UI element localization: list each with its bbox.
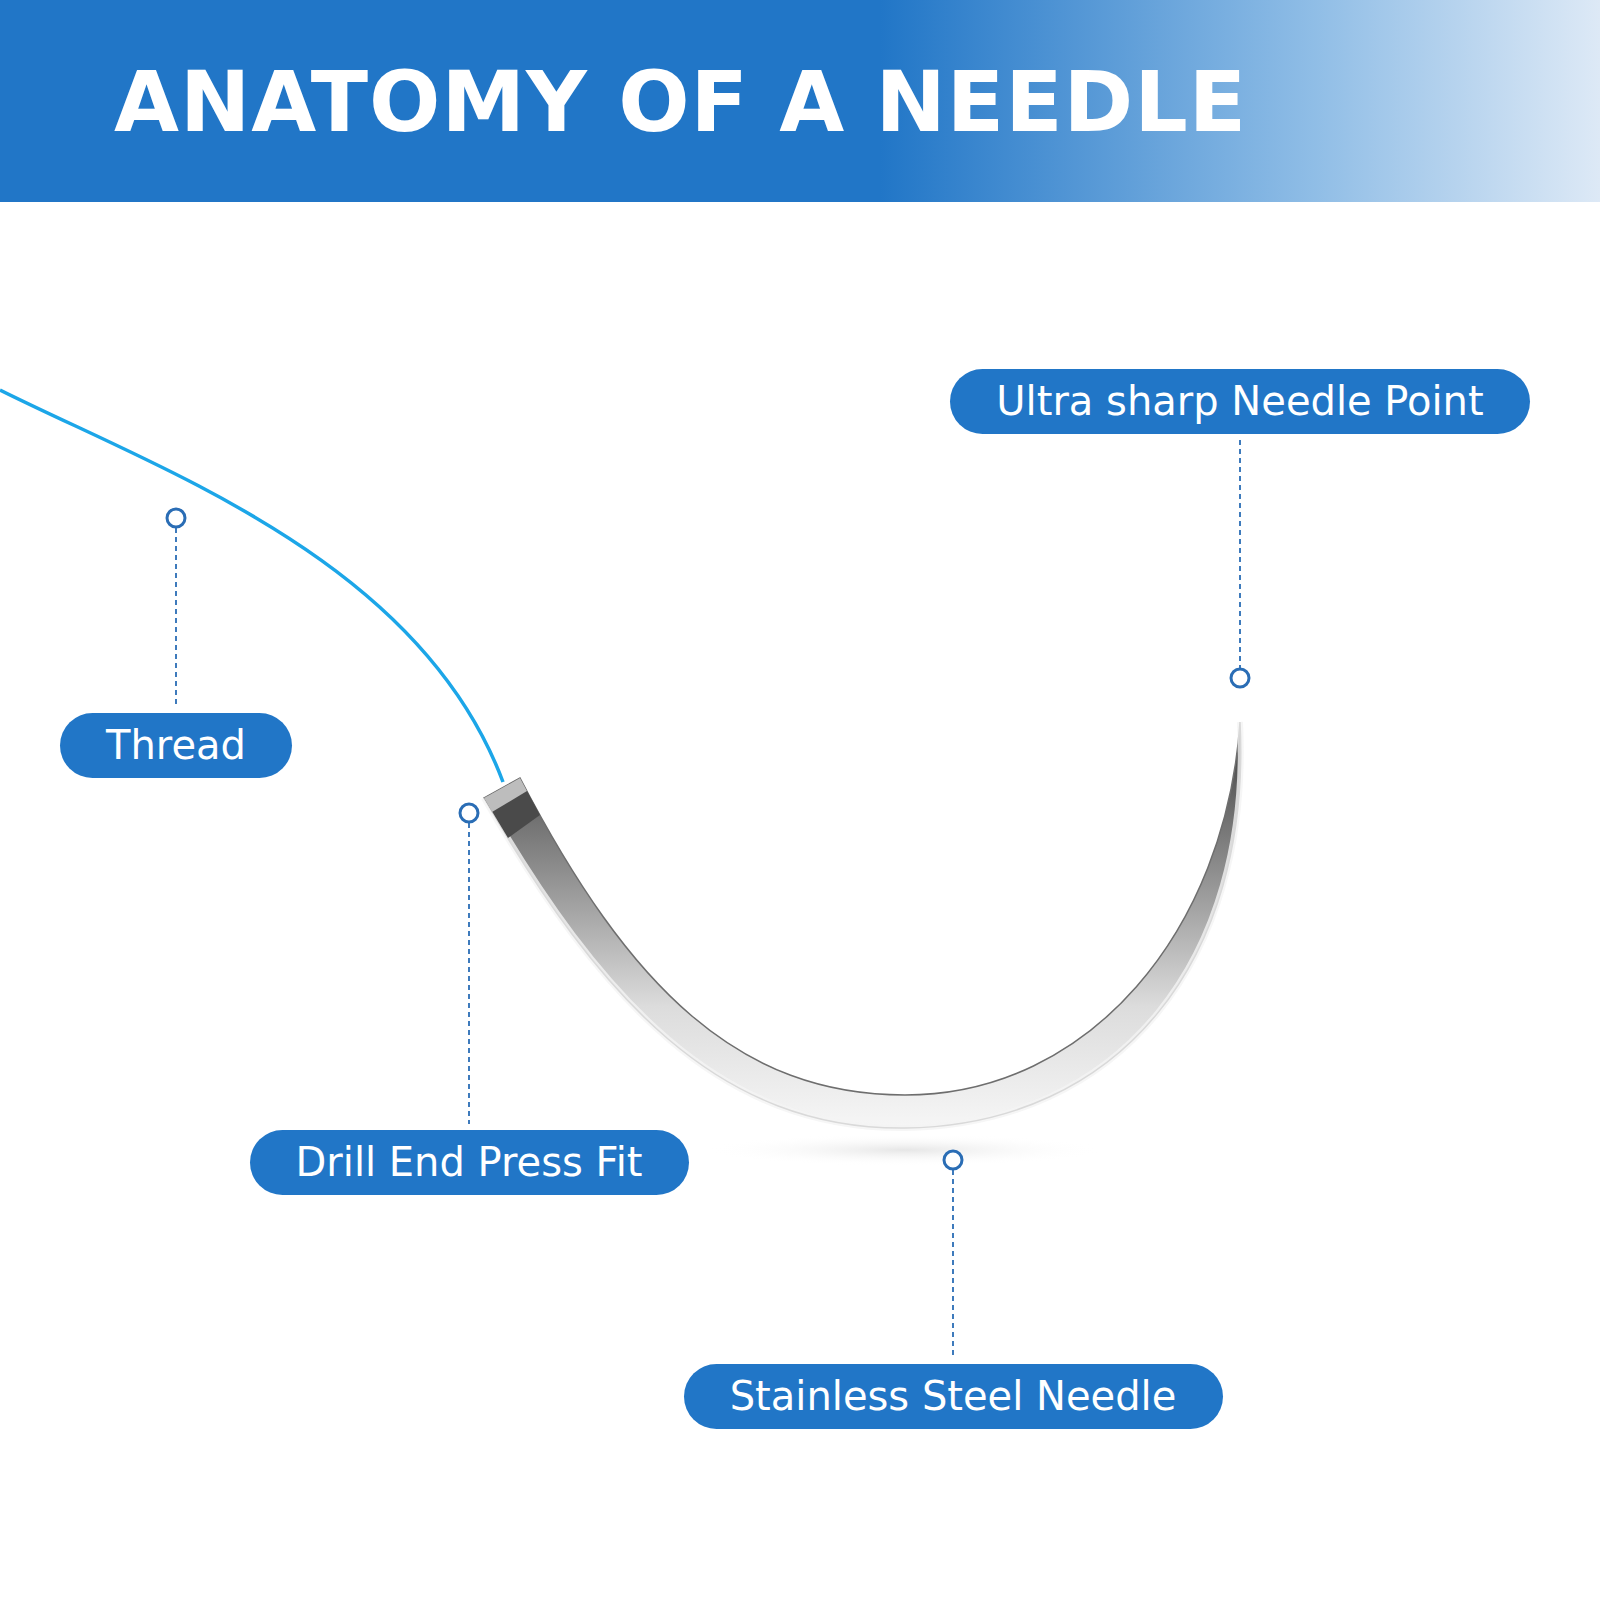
callout-label: Ultra sharp Needle Point (950, 369, 1530, 434)
callout-text: Stainless Steel Needle (730, 1364, 1177, 1429)
leader-dot (460, 804, 478, 822)
callout-text: Drill End Press Fit (296, 1130, 643, 1195)
leader-dots (167, 509, 1249, 1169)
needle-body (484, 722, 1241, 1128)
leader-line (468, 823, 470, 1124)
leader-dot (1231, 669, 1249, 687)
leader-line (952, 1170, 954, 1358)
leader-dot (167, 509, 185, 527)
callout-text: Ultra sharp Needle Point (996, 369, 1483, 434)
title-banner: ANATOMY OF A NEEDLE (0, 0, 1600, 202)
leader-dot (944, 1151, 962, 1169)
callout-text: Thread (106, 713, 246, 778)
leader-line (1239, 440, 1241, 668)
leader-line (175, 528, 177, 707)
callout-label: Drill End Press Fit (250, 1130, 689, 1195)
needle-highlight (484, 722, 1241, 1128)
leader-lines (176, 440, 1240, 1358)
callout-label: Thread (60, 713, 292, 778)
drill-end-cap (484, 778, 527, 812)
drill-end-band (484, 778, 540, 838)
needle-shadow (705, 1134, 1105, 1166)
callout-label: Stainless Steel Needle (684, 1364, 1223, 1429)
title: ANATOMY OF A NEEDLE (114, 52, 1247, 152)
thread-line (0, 390, 503, 782)
